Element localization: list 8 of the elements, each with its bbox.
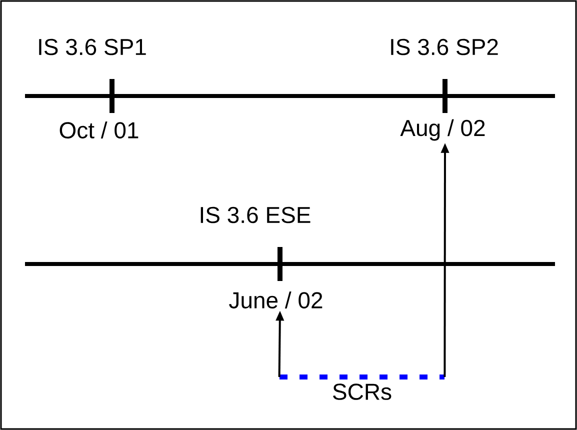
dashed-bar [280, 374, 444, 380]
bar-label: SCRs [333, 384, 392, 400]
release-label: Aug / 02 [400, 119, 485, 141]
release-label: IS 3.6 SP2 [391, 38, 498, 56]
release-label: Oct / 01 [60, 122, 138, 138]
release-label: June / 02 [229, 292, 322, 308]
release-label: IS 3.6 SP1 [39, 38, 146, 56]
release-label: IS 3.6 ESE [200, 206, 310, 224]
